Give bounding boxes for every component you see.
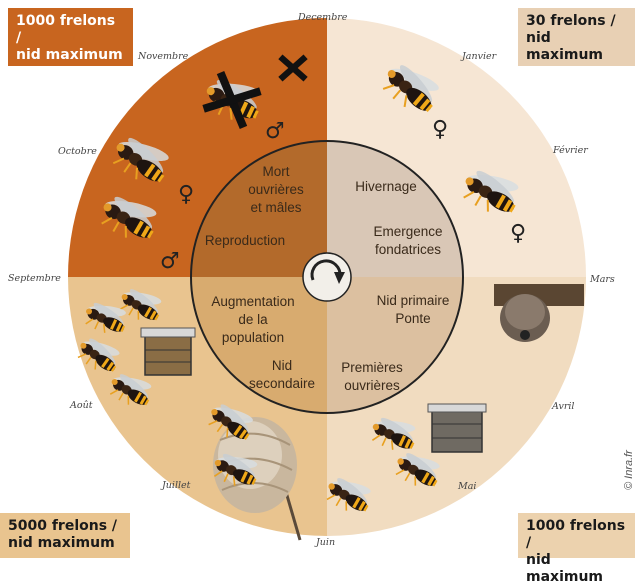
- corner-label-line: 1000 frelons /: [16, 13, 116, 46]
- phase-labels-autumn: Mort ouvrières et mâles Reproduction: [205, 164, 304, 248]
- month-septembre: Septembre: [8, 273, 61, 284]
- inner-quadrant-summer: [191, 277, 327, 413]
- corner-label-top-right: 30 frelons / nid maximum: [518, 8, 635, 66]
- image-credit: © Inra.fr: [623, 449, 635, 490]
- phase-labels-winter: Hivernage Emergence fondatrices: [355, 179, 442, 257]
- corner-label-top-left: 1000 frelons / nid maximum: [8, 8, 133, 66]
- inner-quadrant-autumn: [191, 141, 327, 277]
- phase-mort: Mort: [263, 164, 290, 179]
- phase-ponte: Ponte: [395, 311, 430, 326]
- month-janvier: Janvier: [460, 51, 498, 62]
- phase-labels-summer: Augmentation de la population Nid second…: [211, 294, 315, 391]
- beehive-icon: [140, 327, 196, 376]
- corner-label-line: nid maximum: [526, 30, 604, 63]
- primary-nest-icon: [494, 284, 584, 342]
- phase-fondatrices: fondatrices: [375, 242, 441, 257]
- crossed-hornet-icon: [196, 64, 270, 131]
- month-mars: Mars: [589, 274, 615, 285]
- month-novembre: Novembre: [137, 51, 189, 62]
- phase-emergence: Emergence: [373, 224, 442, 239]
- female-symbol-icon: ♀: [432, 117, 448, 142]
- phase-labels-spring: Nid primaire Ponte Premières ouvrières: [341, 293, 449, 393]
- month-decembre: Decembre: [297, 12, 348, 23]
- hornet-life-cycle-diagram: Decembre Janvier Février Mars Avril Mai …: [8, 12, 635, 548]
- phase-secondaire: secondaire: [249, 376, 315, 391]
- beehive-icon: [427, 403, 487, 453]
- month-mai: Mai: [457, 481, 476, 492]
- crossed-hornet-icon: [278, 54, 308, 82]
- month-avril: Avril: [551, 401, 574, 412]
- male-symbol-icon: ♂: [265, 119, 285, 144]
- corner-label-line: 1000 frelons /: [526, 518, 626, 551]
- month-octobre: Octobre: [58, 146, 97, 157]
- corner-label-line: nid maximum: [526, 552, 604, 585]
- inner-circle-outline: [190, 140, 464, 414]
- phase-augmentation: Augmentation: [211, 294, 294, 309]
- phase-et-males: et mâles: [250, 200, 301, 215]
- inner-quadrant-spring: [327, 277, 463, 413]
- month-labels: Decembre Janvier Février Mars Avril Mai …: [8, 12, 615, 548]
- phase-premieres-ouvrieres: ouvrières: [344, 378, 400, 393]
- corner-label-line: nid maximum: [16, 47, 123, 63]
- phase-nid-primaire: Nid primaire: [377, 293, 450, 308]
- phase-reproduction: Reproduction: [205, 233, 285, 248]
- phase-nid: Nid: [272, 358, 292, 373]
- month-juillet: Juillet: [160, 480, 191, 491]
- corner-label-bottom-right: 1000 frelons / nid maximum: [518, 513, 635, 585]
- phase-de-la: de la: [238, 312, 268, 327]
- corner-label-line: 30 frelons /: [526, 13, 616, 29]
- corner-label-bottom-left: 5000 frelons / nid maximum: [0, 513, 130, 558]
- month-juin: Juin: [314, 537, 335, 548]
- month-aout: Août: [69, 400, 93, 411]
- corner-label-line: 5000 frelons /: [8, 518, 118, 534]
- phase-population: population: [222, 330, 284, 345]
- female-symbol-icon: ♀: [510, 221, 526, 246]
- month-fevrier: Février: [552, 145, 589, 156]
- phase-ouvrieres: ouvrières: [248, 182, 304, 197]
- inner-quadrant-winter: [327, 141, 463, 277]
- phase-hivernage: Hivernage: [355, 179, 417, 194]
- phase-premieres: Premières: [341, 360, 403, 375]
- corner-label-line: nid maximum: [8, 535, 115, 551]
- male-symbol-icon: ♂: [160, 249, 180, 274]
- female-symbol-icon: ♀: [178, 182, 194, 207]
- cycle-arrow-icon: [302, 252, 352, 302]
- inner-circle: [190, 140, 464, 414]
